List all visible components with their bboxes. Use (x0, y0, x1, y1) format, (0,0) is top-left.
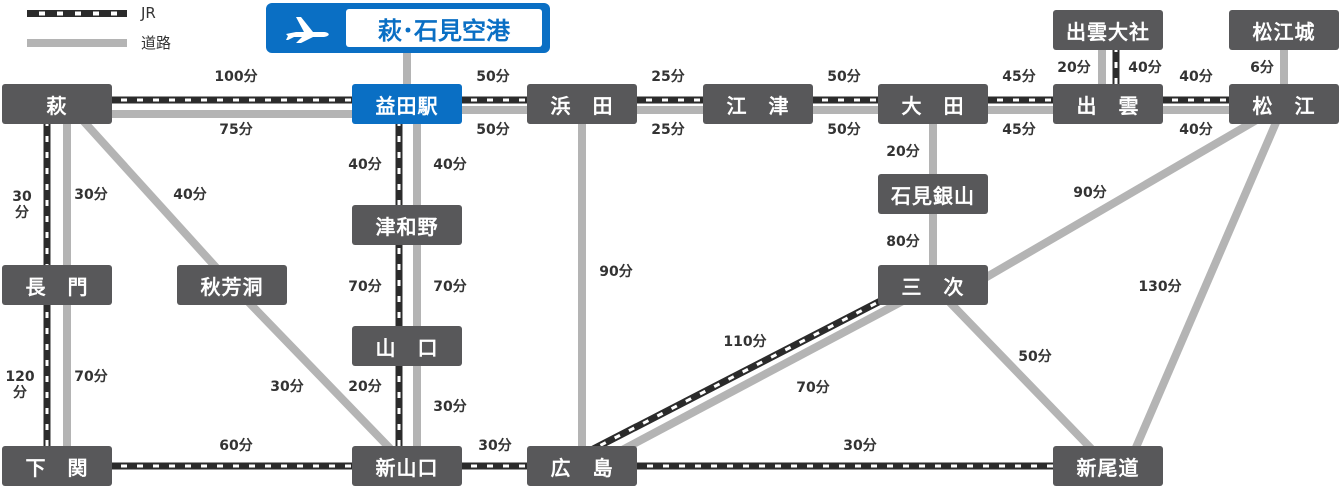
station-hamada[interactable]: 浜 田 (527, 84, 637, 124)
station-akiyoshido[interactable]: 秋芳洞 (177, 265, 287, 305)
road-hagi-akiyoshido (74, 111, 235, 288)
road-miyoshi-hiroshima (590, 281, 935, 470)
station-matsuejo[interactable]: 松江城 (1229, 10, 1339, 50)
rail-hiroshima-miyoshi-dash (571, 277, 924, 462)
station-shimonoseki[interactable]: 下 関 (2, 446, 112, 486)
station-yamaguchi[interactable]: 山 口 (352, 326, 462, 366)
station-masuda[interactable]: 益田駅 (352, 84, 462, 124)
station-izumotaisha[interactable]: 出雲大社 (1053, 10, 1163, 50)
airport-badge[interactable]: 萩･石見空港 (266, 3, 550, 53)
airplane-icon (286, 17, 329, 43)
station-izumo[interactable]: 出 雲 (1053, 84, 1163, 124)
road-miyoshi-matsue (970, 100, 1287, 289)
station-gotsu[interactable]: 江 津 (703, 84, 813, 124)
road-matsue-shinonomichi (1124, 102, 1288, 468)
station-hagi[interactable]: 萩 (2, 84, 112, 124)
station-matsue[interactable]: 松 江 (1229, 84, 1339, 124)
station-iwamiginzan[interactable]: 石見銀山 (878, 174, 988, 214)
station-tsuwano[interactable]: 津和野 (352, 205, 462, 245)
station-miyoshi[interactable]: 三 次 (878, 265, 988, 305)
station-shinyamaguchi[interactable]: 新山口 (352, 446, 462, 486)
station-hiroshima[interactable]: 広 島 (527, 446, 637, 486)
airport-name: 萩･石見空港 (346, 9, 542, 47)
road-miyoshi-shinonomichi (930, 282, 1111, 469)
station-nagato[interactable]: 長 門 (2, 265, 112, 305)
station-oda[interactable]: 大 田 (878, 84, 988, 124)
road-akiyoshido-shinyamaguchi (229, 282, 410, 469)
station-shinonomichi[interactable]: 新尾道 (1053, 446, 1163, 486)
